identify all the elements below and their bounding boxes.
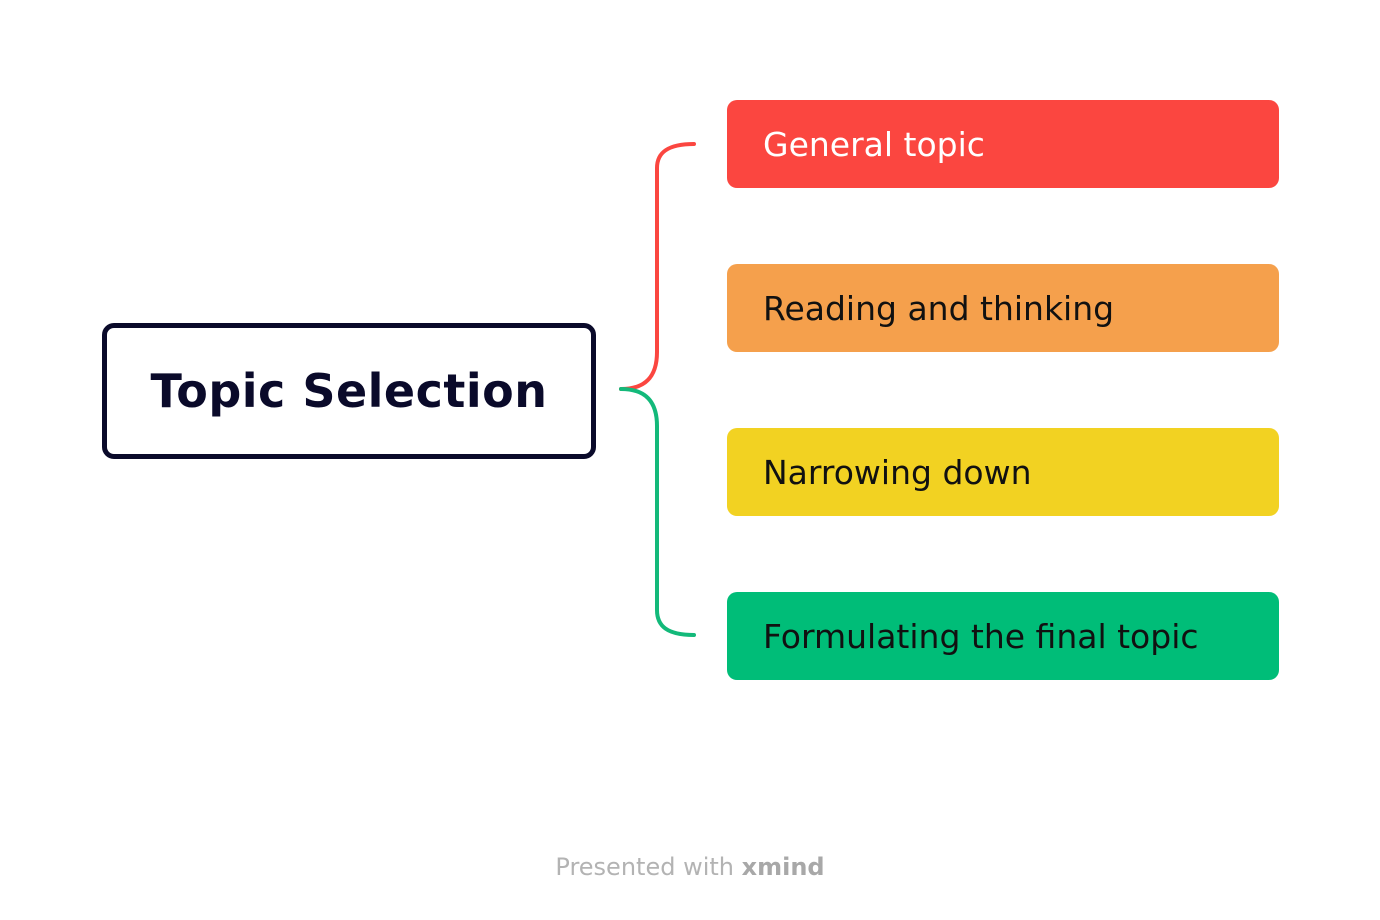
connector-lower [619,387,696,637]
footer-brand-logo: xmind [741,853,825,881]
connector-upper [619,142,696,391]
subtopic-label: Narrowing down [763,452,1032,492]
footer-prefix: Presented with [555,853,742,881]
subtopic-formulating-final-topic[interactable]: Formulating the final topic [727,592,1279,680]
subtopic-label: Reading and thinking [763,288,1115,328]
subtopic-label: Formulating the final topic [763,616,1199,656]
subtopic-reading-and-thinking[interactable]: Reading and thinking [727,264,1279,352]
central-topic-label: Topic Selection [150,364,548,418]
footer-credit: Presented with xmind [0,853,1380,881]
subtopic-label: General topic [763,124,985,164]
subtopic-narrowing-down[interactable]: Narrowing down [727,428,1279,516]
subtopic-general-topic[interactable]: General topic [727,100,1279,188]
central-topic[interactable]: Topic Selection [102,323,596,459]
